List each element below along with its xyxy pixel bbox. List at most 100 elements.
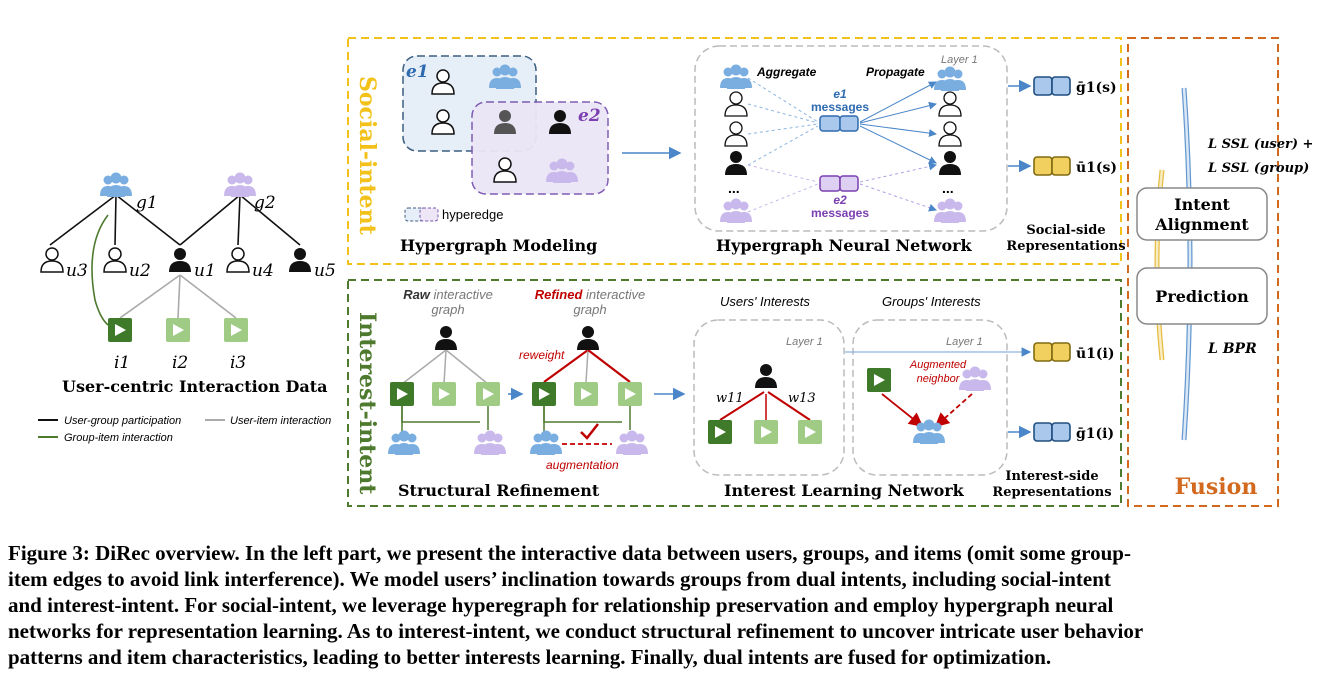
user-icon <box>289 248 311 272</box>
caption-line: and interest-intent. For social-intent, … <box>8 593 1114 617</box>
item-icon <box>432 382 456 406</box>
interest-user-embedding <box>1033 342 1071 362</box>
item-icon <box>476 382 500 406</box>
check-icon <box>580 423 599 440</box>
weight-w11: w11 <box>716 391 744 406</box>
interest-user-embedding-label: ū1(i) <box>1076 346 1115 362</box>
user-label-u1: u1 <box>194 261 216 281</box>
left-panel: g1 g2 u3 u2 u1 u4 u5 i1 i2 i3 User-centr… <box>38 172 336 444</box>
user-icon <box>103 247 127 273</box>
refined-graph-edges <box>543 349 631 445</box>
social-section-label: Social-intent <box>354 76 380 236</box>
social-group-embedding-label: ḡ1(s) <box>1076 80 1117 96</box>
item-icon <box>532 382 556 406</box>
interest-learning-title: Interest Learning Network <box>724 481 965 500</box>
group-label-g1: g1 <box>136 193 158 213</box>
group-label-g2: g2 <box>254 193 276 213</box>
ssl-arc-inner <box>1182 87 1192 441</box>
users-interests-label: Users' Interests <box>720 294 810 309</box>
item-icon <box>754 420 778 444</box>
group-icon <box>100 172 132 197</box>
aggregate-label: Aggregate <box>756 65 817 79</box>
hyperedge-legend-swatch <box>419 207 439 222</box>
user-label-u4: u4 <box>252 261 274 281</box>
intent-alignment-box <box>1136 187 1268 241</box>
hnn-layer-box <box>694 45 1008 232</box>
legend-item: User-item interaction <box>230 415 331 427</box>
user-group-edges <box>49 194 301 246</box>
user-icon <box>40 247 64 273</box>
users-interest-edges <box>719 391 811 421</box>
group-item-edge <box>91 214 109 326</box>
ssl-user-loss: L SSL (user) + <box>1207 137 1313 152</box>
item-icon <box>224 318 248 342</box>
structural-refinement-title: Structural Refinement <box>398 481 600 500</box>
weight-w13: w13 <box>788 391 816 406</box>
user-icon <box>435 326 457 350</box>
group-icon <box>224 172 256 197</box>
prediction-box <box>1136 267 1268 325</box>
interest-group-embedding <box>1033 422 1071 442</box>
hyperedge-label-e2: e2 <box>578 106 601 126</box>
item-icon <box>867 368 891 392</box>
group-interest-edge <box>881 393 924 428</box>
item-icon <box>390 382 414 406</box>
item-label-i1: i1 <box>114 353 130 373</box>
e2-message-vector <box>819 175 859 192</box>
user-label-u2: u2 <box>129 261 151 281</box>
hnn-title: Hypergraph Neural Network <box>716 236 973 255</box>
hyperedge-legend-label: hyperedge <box>442 207 503 222</box>
item-icon <box>574 382 598 406</box>
user-icon <box>226 247 250 273</box>
hyperedge-label-e1: e1 <box>406 62 429 82</box>
user-item-edges <box>119 274 237 319</box>
item-icon <box>618 382 642 406</box>
social-group-embedding <box>1033 76 1071 96</box>
interest-group-embedding-label: ḡ1(i) <box>1076 426 1114 442</box>
prediction-label: Prediction <box>1155 287 1249 306</box>
fusion-title: Fusion <box>1175 474 1258 500</box>
user-label-u3: u3 <box>66 261 88 281</box>
legend-item: Group-item interaction <box>64 432 173 444</box>
fusion-panel-border <box>1127 37 1279 507</box>
left-panel-title: User-centric Interaction Data <box>62 377 328 396</box>
caption-line: item edges to avoid link interference). … <box>8 567 1111 591</box>
caption-line: patterns and item characteristics, leadi… <box>8 645 1052 669</box>
user-label-u5: u5 <box>314 261 336 281</box>
social-panel-border <box>347 37 1122 265</box>
group-icon <box>530 430 562 455</box>
caption-line: networks for representation learning. As… <box>8 619 1144 643</box>
group-icon <box>616 430 648 455</box>
e1-message-vector <box>819 115 859 132</box>
hypergraph-modeling-title: Hypergraph Modeling <box>400 236 597 255</box>
user-icon <box>577 326 599 350</box>
social-user-embedding <box>1033 156 1071 176</box>
reweight-label: reweight <box>519 348 565 362</box>
item-icon <box>166 318 190 342</box>
interest-panel-border <box>347 279 1122 507</box>
user-icon <box>169 248 191 272</box>
ellipsis: ... <box>942 180 954 196</box>
hnn-layer-label: Layer 1 <box>941 54 978 66</box>
bpr-loss: L BPR <box>1207 341 1257 357</box>
group-icon <box>474 430 506 455</box>
caption-line: Figure 3: DiRec overview. In the left pa… <box>8 541 1131 565</box>
item-label-i3: i3 <box>230 353 246 373</box>
legend-item: User-group participation <box>64 415 181 427</box>
item-icon <box>708 420 732 444</box>
propagate-label: Propagate <box>866 65 925 79</box>
augmented-edge <box>934 393 973 428</box>
groups-interest-layer-box <box>852 319 1008 476</box>
social-intent-panel: Social-intent e1 e2 hyperedge Hypergraph… <box>347 37 1126 265</box>
ellipsis: ... <box>728 180 740 196</box>
item-icon <box>108 318 132 342</box>
direc-overview-figure: g1 g2 u3 u2 u1 u4 u5 i1 i2 i3 User-centr… <box>38 37 1313 507</box>
